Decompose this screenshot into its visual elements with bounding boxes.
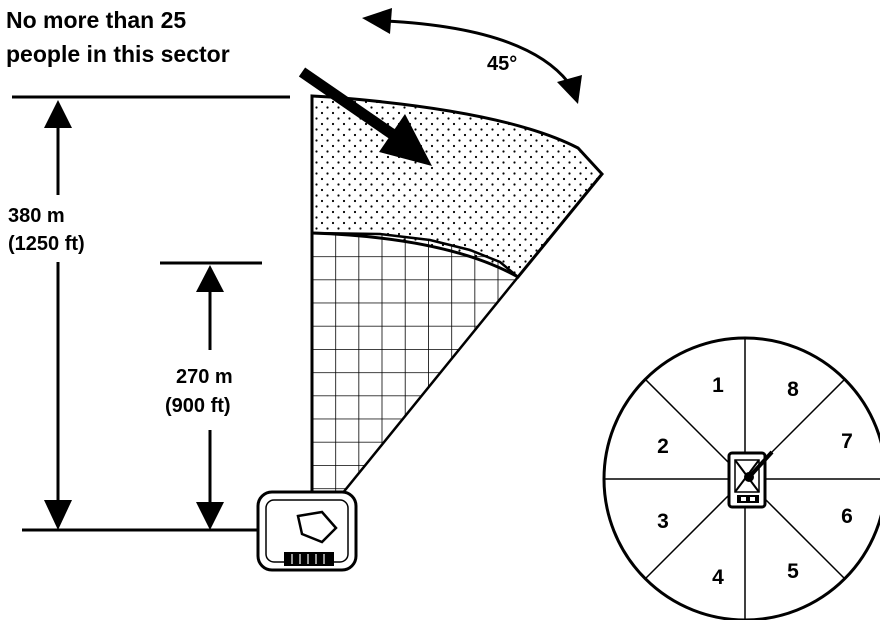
sector-label-4: 4 (712, 566, 724, 589)
inner-range-feet: (900 ft) (165, 395, 231, 417)
sector-label-6: 6 (841, 505, 853, 528)
inner-range-arrow (196, 265, 224, 530)
sector-label-2: 2 (657, 435, 669, 458)
sector-wheel: 1 2 3 4 5 6 7 8 (602, 336, 880, 620)
wheel-machine-icon (727, 450, 774, 509)
callout-line-1: No more than 25 (6, 7, 186, 33)
outer-range-feet: (1250 ft) (8, 233, 85, 255)
machine-icon (256, 490, 358, 572)
sector-label-8: 8 (787, 378, 799, 401)
callout-arrow (298, 67, 432, 166)
outer-range-meters: 380 m (8, 205, 65, 227)
inner-range-meters: 270 m (176, 366, 233, 388)
rotation-angle-label: 45° (487, 53, 517, 75)
outer-range-arrow (44, 100, 72, 530)
rotation-arc-arrow (362, 8, 582, 104)
sector-label-3: 3 (657, 510, 669, 533)
sector-label-7: 7 (841, 430, 853, 453)
callout-line-2: people in this sector (6, 41, 230, 67)
inner-sector-grid (310, 231, 520, 507)
sector-label-1: 1 (712, 374, 724, 397)
sector-label-5: 5 (787, 560, 799, 583)
